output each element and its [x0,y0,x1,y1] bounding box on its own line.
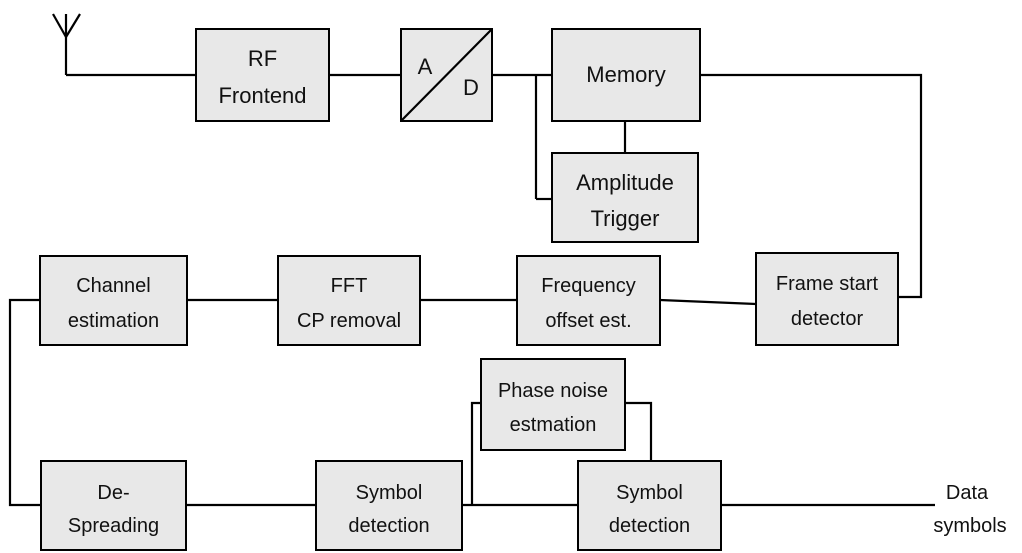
output-label: Data symbols [933,482,1006,537]
channel-estimation-block: Channel estimation [39,255,188,346]
symbol-detection-1-label-line1: Symbol [356,482,423,504]
phase-noise-label-line2: estmation [510,414,597,436]
channel-estimation-label-line1: Channel [76,275,151,297]
symbol-detection-block-1: Symbol detection [315,460,463,551]
fft-cp-removal-block: FFT CP removal [277,255,421,346]
memory-label: Memory [586,62,665,87]
de-spreading-label-line2: Spreading [68,515,159,537]
amplitude-trigger-block: Amplitude Trigger [551,152,699,243]
phase-noise-label-line1: Phase noise [498,380,608,402]
fft-label-line1: FFT [331,275,368,297]
rf-frontend-label-line1: RF [248,46,277,71]
symbol-detection-block-2: Symbol detection [577,460,722,551]
de-spreading-label-line1: De- [97,482,129,504]
connection-wires [8,73,935,507]
amplitude-trigger-label-line1: Amplitude [576,170,674,195]
symbol-detection-2-label-line2: detection [609,515,690,537]
antenna-icon [52,13,81,75]
adc-d-label: D [463,75,479,100]
amplitude-trigger-label-line2: Trigger [591,206,660,231]
fft-label-line2: CP removal [297,310,401,332]
frequency-offset-block: Frequency offset est. [516,255,661,346]
frequency-offset-label-line1: Frequency [541,275,636,297]
symbol-detection-2-label-line1: Symbol [616,482,683,504]
frame-start-label-line2: detector [791,308,864,330]
frame-start-detector-block: Frame start detector [755,252,899,346]
channel-estimation-label-line2: estimation [68,310,159,332]
memory-block: Memory [551,28,701,122]
symbol-detection-1-label-line2: detection [348,515,429,537]
de-spreading-block: De- Spreading [40,460,187,551]
adc-block: A D [400,28,493,122]
frame-start-label-line1: Frame start [776,273,879,295]
rf-frontend-label-line2: Frontend [218,83,306,108]
adc-a-label: A [418,54,433,79]
output-label-line2: symbols [933,515,1006,537]
rf-frontend-block: RF Frontend [195,28,330,122]
phase-noise-estimation-block: Phase noise estmation [480,358,626,451]
output-label-line1: Data [946,482,989,504]
frequency-offset-label-line2: offset est. [545,310,631,332]
